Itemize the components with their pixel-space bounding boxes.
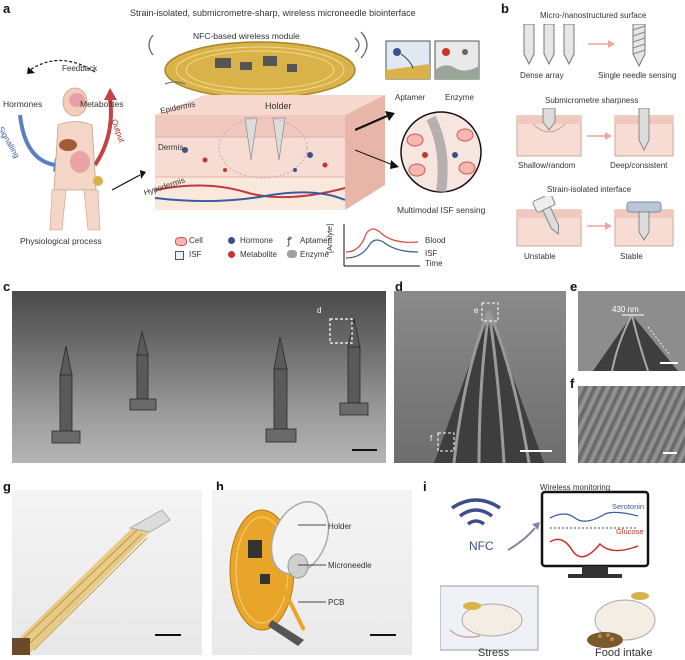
panel-letter-g: g <box>3 479 11 494</box>
needle-array-illustration <box>523 24 646 68</box>
scale-bar-e <box>660 362 678 364</box>
physiological-label: Physiological process <box>20 236 102 246</box>
analyte-graph <box>343 224 420 267</box>
sem-tip-image <box>394 291 566 463</box>
legend-hormone: Hormone <box>240 236 273 245</box>
graph-blood: Blood <box>425 236 446 245</box>
isf-zoom-circle <box>355 111 482 193</box>
panel-letter-b: b <box>501 1 509 16</box>
panel-letter-d: d <box>395 279 403 294</box>
legend-enzyme: Enzyme <box>300 250 329 259</box>
physiology-diagram <box>18 59 146 231</box>
inset-label-f: f <box>430 434 433 443</box>
panel-letter-h: h <box>216 479 224 494</box>
feedback-label: Feedback <box>62 64 98 73</box>
isf-legend-icon <box>175 251 184 260</box>
panel-letter-e: e <box>570 279 578 294</box>
callout-lines <box>298 524 326 603</box>
enzyme-box-label: Enzyme <box>445 93 474 102</box>
panel-letter-c: c <box>3 279 11 294</box>
holder-callout: Holder <box>328 522 352 531</box>
sem-needle-array-image <box>12 291 386 463</box>
b-row1-title: Micro-/nanostructured surface <box>540 11 647 20</box>
scale-bar-c <box>352 449 377 451</box>
b-row2-right: Deep/consistent <box>610 161 668 170</box>
graph-time: Time <box>425 259 443 268</box>
b-row3-left: Unstable <box>524 252 556 261</box>
inset-label-d: d <box>317 306 322 315</box>
pcb-callout: PCB <box>328 598 345 607</box>
metabolite-legend-icon <box>228 251 235 258</box>
panel-a-title: Strain-isolated, submicrometre-sharp, wi… <box>130 8 416 18</box>
panel-letter-i: i <box>423 479 427 494</box>
graph-ylabel: [Analyte] <box>325 223 334 253</box>
hormone-legend-icon <box>228 237 235 244</box>
wireless-device-photo <box>212 490 412 655</box>
metabolites-label: Metabolites <box>80 99 124 109</box>
enzyme-legend-icon <box>287 250 297 258</box>
aptamer-enzyme-boxes <box>385 40 480 80</box>
flexible-probe-photo <box>12 490 202 655</box>
graph-isf: ISF <box>425 249 438 258</box>
food-intake-label: Food intake <box>595 647 653 659</box>
wireless-monitoring-label: Wireless monitoring <box>540 483 611 492</box>
scale-bar-h <box>370 634 396 636</box>
multimodal-label: Multimodal ISF sensing <box>397 205 486 215</box>
scale-bar-d <box>520 450 552 452</box>
legend-cell: Cell <box>189 236 203 245</box>
panel-letter-f: f <box>570 376 575 391</box>
b-row2-title: Submicrometre sharpness <box>545 96 639 105</box>
sem-tip-closeup-image <box>578 291 685 371</box>
interface-illustration <box>516 196 674 247</box>
scale-bar-f <box>663 452 677 454</box>
sem-surface-closeup-image <box>578 386 685 463</box>
hormones-label: Hormones <box>3 99 43 109</box>
legend-metabolite: Metabolite <box>240 250 277 259</box>
scale-bar-g <box>155 634 181 636</box>
cell-legend-icon <box>175 237 187 246</box>
stress-label: Stress <box>478 647 510 659</box>
nfc-label: NFC <box>469 539 494 553</box>
glucose-label: Glucose <box>616 527 644 536</box>
holder-label: Holder <box>265 101 292 111</box>
b-row3-title: Strain-isolated interface <box>547 185 632 194</box>
measure-430nm: 430 nm <box>612 305 639 314</box>
skin-block-illustration <box>148 31 385 210</box>
serotonin-label: Serotonin <box>612 502 645 511</box>
sharpness-illustration <box>516 108 674 157</box>
animal-monitoring-illustration <box>440 490 656 651</box>
b-row2-left: Shallow/random <box>518 161 576 170</box>
panel-letter-a: a <box>3 1 11 16</box>
b-row1-left: Dense array <box>520 71 564 80</box>
nfc-module-label: NFC-based wireless module <box>193 31 300 41</box>
b-row1-right: Single needle sensing <box>598 71 677 80</box>
inset-label-e: e <box>474 306 479 315</box>
microneedle-callout: Microneedle <box>328 561 372 570</box>
legend-aptamer: Aptamer <box>300 236 331 245</box>
dermis-label: Dermis <box>158 143 184 152</box>
legend-isf: ISF <box>189 250 202 259</box>
aptamer-legend-icon: ꝭ <box>287 236 292 247</box>
aptamer-box-label: Aptamer <box>395 93 426 102</box>
b-row3-right: Stable <box>620 252 643 261</box>
